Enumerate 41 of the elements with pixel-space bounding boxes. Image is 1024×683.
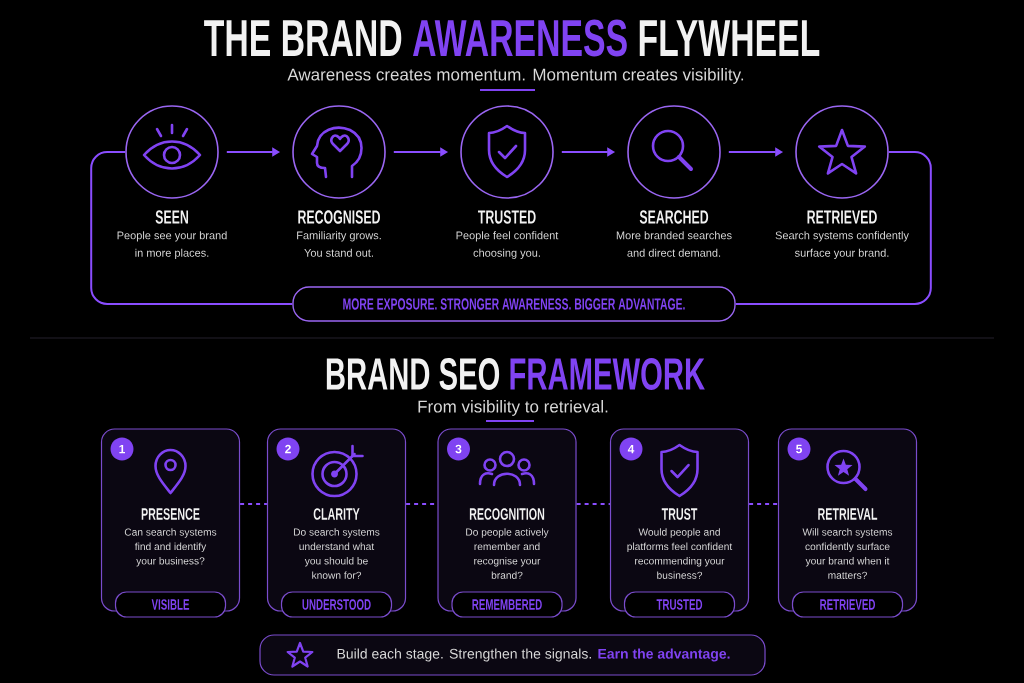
subtitle: From visibility to retrieval. [418, 400, 608, 416]
stage-description: Familiarity grows. You stand out. [297, 231, 381, 257]
connector-line [239, 503, 268, 505]
stage-description: Search systems confidently surface your brand. [775, 231, 909, 259]
number-badge: 3 [447, 437, 470, 461]
card-description: Can search systems find and identify your business? [124, 528, 217, 567]
stage-heading: TRUSTED [478, 210, 536, 224]
status-pill: RETRIEVED [791, 591, 904, 618]
stage-heading: SEARCHED [639, 210, 709, 224]
number-badge: 2 [276, 437, 300, 461]
connector-line [734, 151, 932, 305]
stage-description: More branded searches and direct demand. [616, 231, 732, 257]
status-pill: REMEMBERED [451, 591, 563, 618]
banner: MORE EXPOSURE. STRONGER AWARENESS. BIGGER ADVANTAGE. [292, 286, 736, 322]
card-heading: PRESENCE [141, 508, 200, 520]
number-badge: 1 [110, 437, 134, 461]
subtitle: Awareness creates momentum. Momentum creates visibility. [287, 68, 744, 84]
stage-heading: RETRIEVED [807, 210, 877, 224]
card-heading: TRUST [661, 508, 698, 520]
status-pill: VISIBLE [114, 591, 227, 618]
section-heading: BRAND SEO FRAMEWORK [326, 358, 705, 390]
card-description: Do search systems understand what you should be known for? [294, 528, 380, 579]
card-heading: CLARITY [313, 508, 360, 520]
status-pill: TRUSTED [623, 591, 736, 618]
connector-line [90, 151, 294, 305]
card-description: Would people and platforms feel confident recommending your business? [627, 528, 733, 579]
stage-heading: RECOGNISED [298, 210, 380, 224]
title: THE BRAND AWARENESS FLYWHEEL [204, 19, 820, 57]
card-description: Do people actively remember and recognise your brand? [466, 528, 549, 579]
stage-description: People feel confident choosing you. [456, 231, 559, 259]
card-heading: RETRIEVAL [818, 508, 878, 520]
banner: Build each stage. Strengthen the signals. Earn the advantage. [259, 634, 766, 676]
number-badge: 4 [619, 437, 643, 461]
status-pill: UNDERSTOOD [280, 591, 393, 618]
connector-line [748, 503, 779, 505]
connector-line [575, 503, 611, 505]
card-description: Will search systems confidently surface your brand when it matters? [802, 528, 893, 579]
stage-heading: SEEN [155, 210, 188, 224]
stage-description: People see your brand in more places. [117, 231, 227, 259]
card-heading: RECOGNITION [469, 508, 545, 520]
number-badge: 5 [787, 437, 811, 461]
